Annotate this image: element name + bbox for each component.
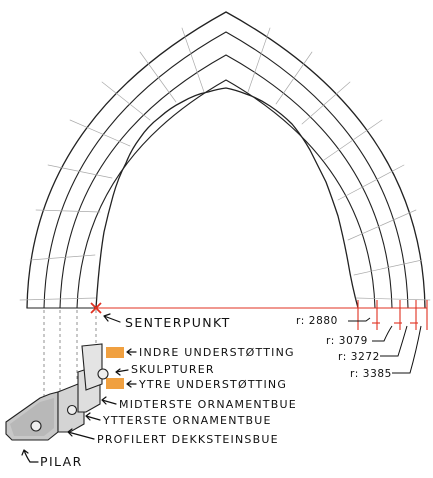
outer-support-block <box>106 378 124 389</box>
arch-ring-4 <box>76 79 376 309</box>
arch-intrados-sculpted <box>95 87 359 309</box>
sculpture-head-3 <box>30 420 42 432</box>
arch-ring-3 <box>59 54 393 309</box>
label-pilar: PILAR <box>40 454 83 469</box>
arch-ring-outer <box>26 11 426 309</box>
label-ytterste-ornamentbue: YTTERSTE ORNAMENTBUE <box>102 414 272 427</box>
callout-arrows <box>21 313 137 463</box>
middle-ornament-block <box>81 343 103 391</box>
label-ytre-understotting: YTRE UNDERSTØTTING <box>138 378 287 391</box>
arrow-pillar-icon <box>21 449 39 463</box>
sculpture-head-1 <box>97 368 109 380</box>
radius-label-3385: r: 3385 <box>350 368 392 380</box>
arrow-middle-arch-icon <box>101 396 117 405</box>
sculpture-head-2 <box>66 404 78 416</box>
voussoir-joints <box>19 27 431 301</box>
radius-leaders <box>348 317 422 374</box>
arrow-outer-arch-icon <box>85 412 101 421</box>
radius-dimensions <box>90 300 428 330</box>
radius-labels: r: 2880 r: 3079 r: 3272 r: 3385 <box>296 315 392 380</box>
inner-support-block <box>106 347 124 358</box>
arrow-outer-support-icon <box>126 380 137 388</box>
arrow-center-icon <box>103 313 121 323</box>
arch-ring-2 <box>43 31 409 309</box>
center-marker-icon <box>90 302 102 314</box>
radius-label-3272: r: 3272 <box>338 351 380 363</box>
label-indre-understotting: INDRE UNDERSTØTTING <box>139 346 295 359</box>
radius-label-3079: r: 3079 <box>326 335 368 347</box>
arrow-inner-support-icon <box>126 348 137 356</box>
arch-rings <box>19 11 431 309</box>
label-skulpturer: SKULPTURER <box>131 363 215 376</box>
pillar-shading <box>10 398 54 436</box>
radius-label-2880: r: 2880 <box>296 315 338 327</box>
label-senterpunkt: SENTERPUNKT <box>125 315 231 330</box>
pillar-group <box>5 343 124 441</box>
arrow-profiled-arch-icon <box>67 428 95 440</box>
arrow-sculptures-icon <box>115 368 129 376</box>
label-profilert-dekksteinsbue: PROFILERT DEKKSTEINSBUE <box>97 433 279 446</box>
label-midterste-ornamentbue: MIDTERSTE ORNAMENTBUE <box>119 398 297 411</box>
component-labels: SENTERPUNKT INDRE UNDERSTØTTING SKULPTUR… <box>40 315 297 469</box>
